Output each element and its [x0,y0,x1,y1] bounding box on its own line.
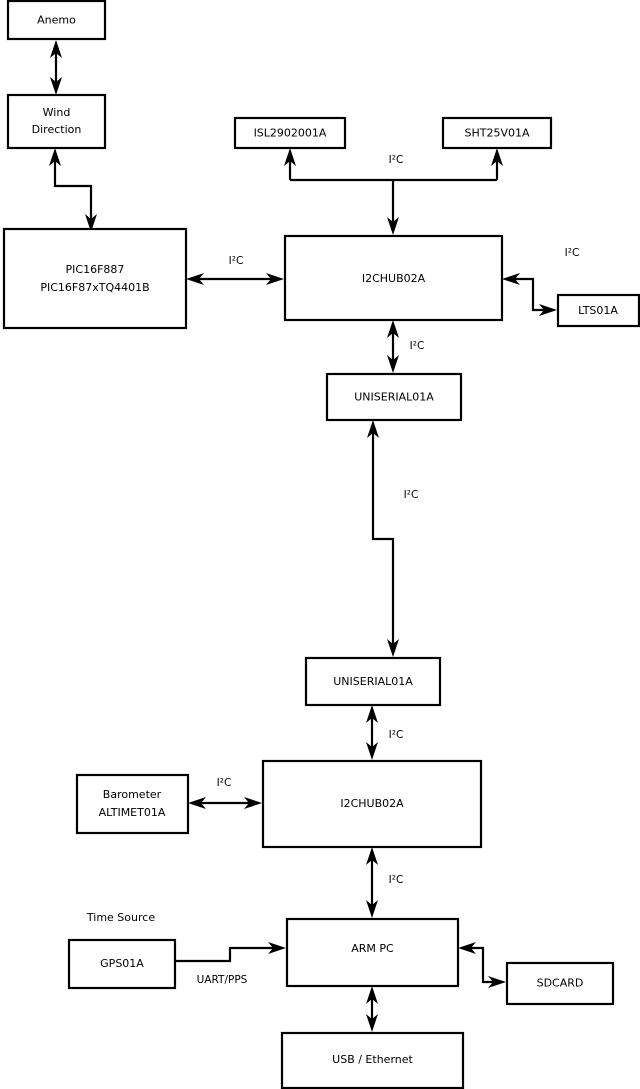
edge-label-baro-hubbot: I²C [217,777,232,789]
arrow-head-left [188,797,206,809]
edge-hubtop-lts: I²C [502,247,579,316]
node-label-uniserial-bottom: UNISERIAL01A [333,675,413,688]
arrow-head-right [266,273,284,285]
node-label-pic-line2: PIC16F87xTQ4401B [40,281,149,294]
edge-label-unibot-hubbot: I²C [389,729,404,741]
arrow-head-down [387,355,399,373]
edge-hubtop-unitop: I²C [387,320,424,373]
node-barometer[interactable]: Barometer ALTIMET01A [75,773,190,835]
edge-label-hubtop-unitop: I²C [410,340,425,352]
edge-label-hubtop-lts: I²C [565,247,580,259]
node-label-usb-ethernet: USB / Ethernet [332,1053,413,1066]
edge-pic-wind [49,148,97,232]
arrow-head-right [539,304,557,316]
edge-wind-anemo [50,40,62,95]
arrow-head-up [387,320,399,338]
arrow-head-up [50,40,62,58]
node-isl2902001a[interactable]: ISL2902001A [233,116,347,150]
node-label-gps: GPS01A [100,957,144,970]
arrow-head-up [284,148,296,166]
node-i2chub02a-top[interactable]: I2CHUB02A [283,234,504,322]
arrow-head-down [387,639,399,657]
node-label-barometer-line2: ALTIMET01A [99,806,166,819]
edge-label-hubbot-armpc: I²C [389,874,404,886]
arrow-head-left [502,273,520,285]
node-label-arm-pc: ARM PC [351,942,394,955]
arrow-head-up [366,986,378,1004]
node-label-wind-line2: Direction [32,123,82,136]
node-label-wind-line1: Wind [43,106,71,119]
node-label-barometer-line1: Barometer [103,788,162,801]
node-arm-pc[interactable]: ARM PC [285,917,460,988]
node-anemo[interactable]: Anemo [6,0,107,41]
arrow-head-down [85,214,97,232]
edge-hubtop-sensors: I²C [284,148,503,235]
node-label-sdcard: SDCARD [537,977,584,990]
node-wind-direction[interactable]: Wind Direction [6,93,107,150]
arrow-head-up [491,148,503,166]
node-label-isl: ISL2902001A [254,127,327,140]
edge-unibot-unitop: I²C [367,420,418,657]
node-label-sht: SHT25V01A [464,127,529,140]
label-time-source: Time Source [86,911,155,924]
edge-armpc-sdcard [458,942,506,988]
edge-label-unibot-unitop: I²C [404,489,419,501]
node-label-uniserial-top: UNISERIAL01A [354,391,434,404]
node-label-hub-bottom: I2CHUB02A [340,797,404,810]
arrow-head-left [458,942,476,954]
node-label-hub-top: I2CHUB02A [362,272,426,285]
node-lts01a[interactable]: LTS01A [556,293,640,328]
edge-gps-armpc: UART/PPS [175,942,286,986]
edge-label-hubtop-sensors: I²C [389,154,404,166]
node-uniserial01a-bottom[interactable]: UNISERIAL01A [304,656,442,707]
node-label-lts: LTS01A [578,304,618,317]
node-i2chub02a-bottom[interactable]: I2CHUB02A [261,759,483,849]
arrow-head-up [367,420,379,438]
arrow-head-down [366,742,378,760]
edge-pic-hubtop: I²C [186,255,284,285]
arrow-head-down [387,217,399,235]
edge-armpc-usbeth [366,986,378,1032]
edge-baro-hubbot: I²C [188,777,262,809]
node-sht25v01a[interactable]: SHT25V01A [441,116,553,150]
node-label-pic-line1: PIC16F887 [66,263,125,276]
node-gps01a[interactable]: GPS01A [67,938,177,990]
arrow-head-up [49,148,61,166]
arrow-head-up [366,705,378,723]
arrow-head-up [366,847,378,865]
arrow-head-right [244,797,262,809]
edge-hubbot-armpc: I²C [366,847,403,918]
edge-label-pic-hubtop: I²C [229,255,244,267]
node-pic-mcu[interactable]: PIC16F887 PIC16F87xTQ4401B [2,227,188,330]
node-uniserial01a-top[interactable]: UNISERIAL01A [325,372,463,422]
arrow-head-down [50,77,62,95]
arrow-head-right [268,942,286,954]
node-sdcard[interactable]: SDCARD [505,961,615,1006]
node-label-anemo: Anemo [37,14,76,27]
edge-unibot-hubbot: I²C [366,705,403,760]
arrow-head-down [366,900,378,918]
edge-label-gps-armpc: UART/PPS [197,974,248,986]
node-usb-ethernet[interactable]: USB / Ethernet [280,1031,465,1089]
arrow-head-right [488,976,506,988]
arrow-head-down [366,1014,378,1032]
arrow-head-left [186,273,204,285]
